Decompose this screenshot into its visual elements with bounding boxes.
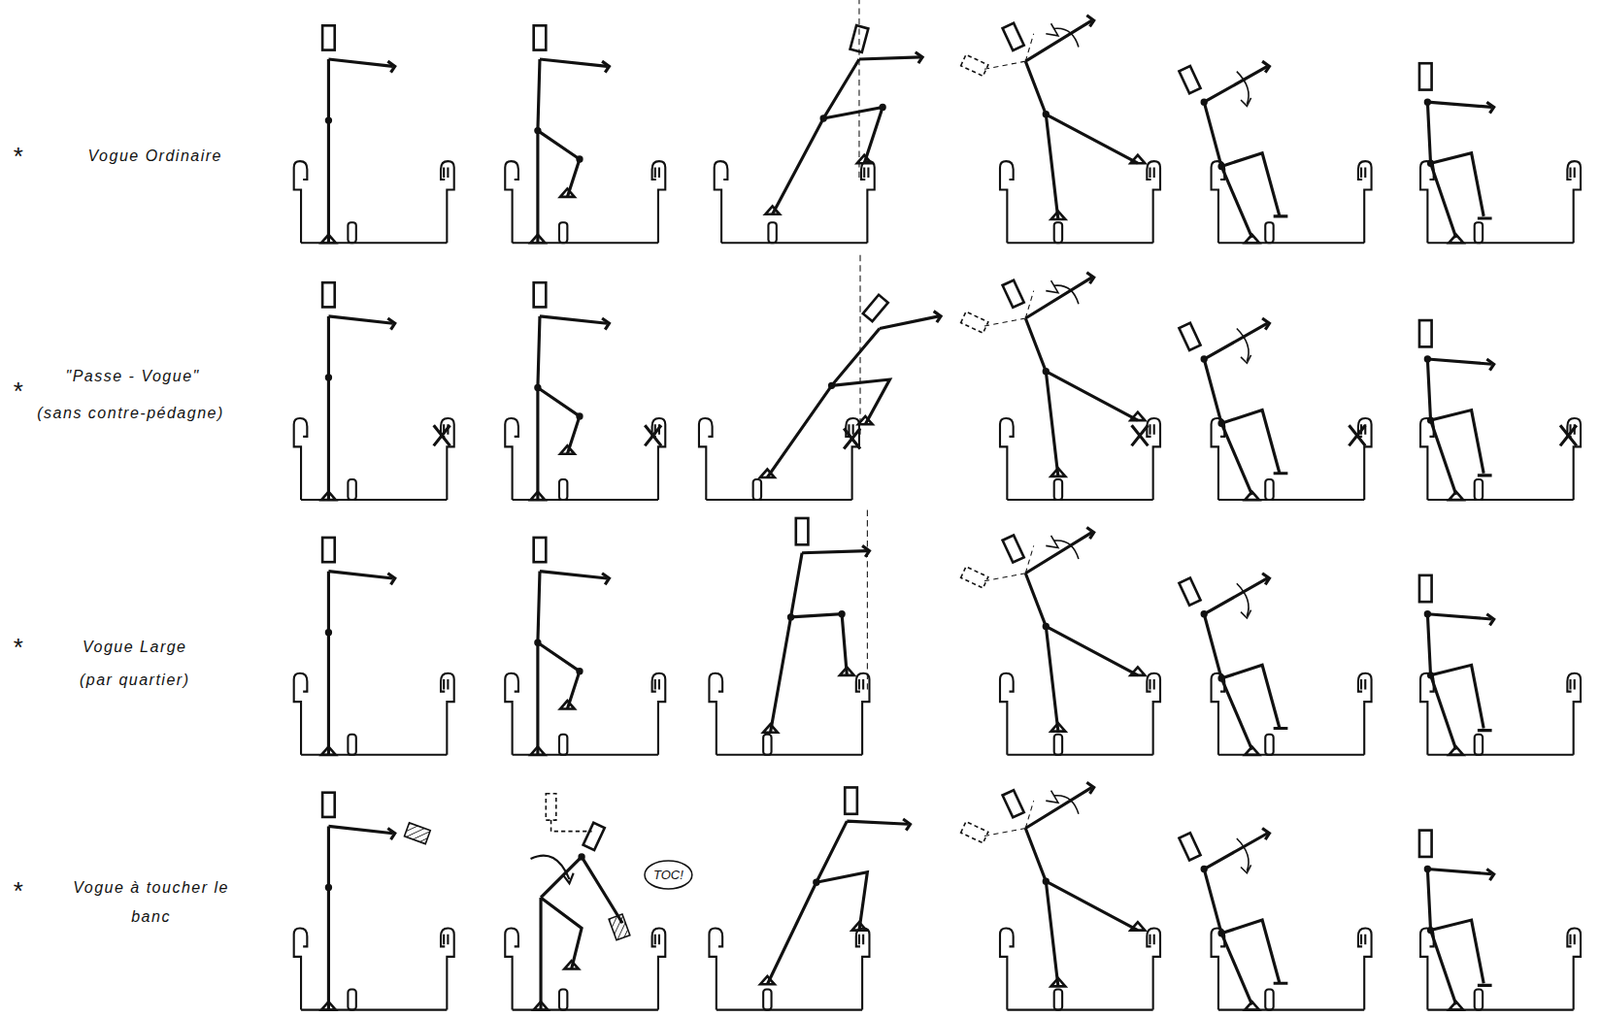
stroke-name: (sans contre-pédagne)	[36, 404, 224, 423]
stroke-name: Vogue à toucher le banc	[68, 873, 234, 933]
row-toucher-banc	[294, 782, 1581, 1010]
asterisk: *	[13, 875, 24, 906]
stroke-name: "Passe - Vogue"	[66, 367, 200, 386]
stroke-name: (par quartier)	[79, 671, 190, 690]
row-large	[294, 510, 1581, 756]
asterisk: *	[13, 633, 24, 664]
speech-bubble: TOC!	[643, 860, 694, 891]
asterisk: *	[13, 375, 24, 406]
stroke-name: Vogue Large	[82, 638, 188, 657]
asterisk: *	[13, 140, 24, 171]
stroke-name: Vogue Ordinaire	[88, 147, 223, 166]
bubble-text: TOC!	[643, 860, 694, 891]
row-ordinaire	[294, 0, 1581, 243]
row-passe-vogue	[294, 255, 1581, 500]
